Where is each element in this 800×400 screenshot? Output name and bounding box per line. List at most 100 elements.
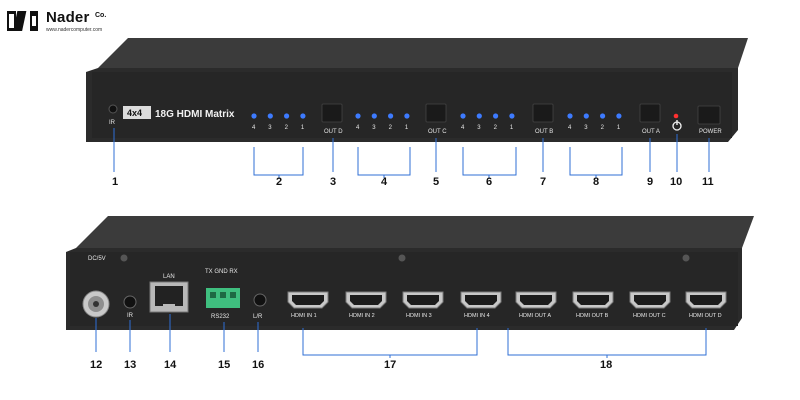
- input-led-label: 2: [601, 125, 605, 131]
- input-led-label: 1: [617, 125, 621, 131]
- ir-jack[interactable]: [123, 295, 137, 309]
- front-face-inner: [92, 72, 732, 138]
- output-button-label: OUT A: [642, 129, 660, 135]
- rs232-terminal-block[interactable]: [206, 288, 240, 308]
- callout-number: 11: [702, 176, 714, 188]
- input-led: [404, 113, 410, 119]
- power-button-label: POWER: [699, 129, 722, 135]
- callout-number: 6: [486, 176, 492, 188]
- hdmi-port-socket: [292, 295, 324, 305]
- brand-name: Nader: [46, 9, 90, 26]
- hdmi-port-label: HDMI IN 2: [349, 313, 375, 319]
- input-led-label: 4: [252, 125, 256, 131]
- callout-number: 14: [164, 359, 177, 371]
- input-led-label: 3: [268, 125, 272, 131]
- output-select-button[interactable]: [639, 103, 661, 123]
- callout-number: 17: [384, 359, 396, 371]
- input-led: [388, 113, 394, 119]
- input-led-label: 2: [389, 125, 393, 131]
- input-led-label: 3: [372, 125, 376, 131]
- input-led-label: 2: [285, 125, 289, 131]
- hdmi-port-label: HDMI OUT B: [576, 313, 609, 319]
- output-button-label: OUT B: [535, 129, 553, 135]
- callout-number: 1: [112, 176, 118, 188]
- output-button-label: OUT C: [428, 129, 447, 135]
- power-indicator-led: [673, 113, 679, 119]
- input-led-label: 4: [461, 125, 465, 131]
- callout-number: 3: [330, 176, 336, 188]
- input-led-label: 1: [405, 125, 409, 131]
- input-led: [476, 113, 482, 119]
- hdmi-port-label: HDMI IN 4: [464, 313, 490, 319]
- model-title: 18G HDMI Matrix: [155, 109, 235, 120]
- input-led-label: 1: [510, 125, 514, 131]
- input-led: [251, 113, 257, 119]
- input-led-label: 1: [301, 125, 305, 131]
- rear-chassis-top: [76, 216, 754, 248]
- hdmi-port-label: HDMI OUT D: [689, 313, 722, 319]
- hdmi-port-socket: [634, 295, 666, 305]
- lan-port[interactable]: [149, 281, 189, 313]
- input-led-label: 4: [356, 125, 360, 131]
- callout-number: 10: [670, 176, 682, 188]
- input-led: [600, 113, 606, 119]
- power-button[interactable]: [697, 105, 721, 125]
- rear-callout-lines: [95, 314, 707, 358]
- front-chassis-top: [98, 38, 748, 68]
- input-led: [300, 113, 306, 119]
- front-ir-window: [108, 104, 118, 114]
- hdmi-port-socket: [465, 295, 497, 305]
- input-led: [371, 113, 377, 119]
- rear-screws: [120, 254, 690, 262]
- front-callout-lines: [113, 128, 710, 178]
- lan-label: LAN: [163, 274, 175, 280]
- input-led-label: 2: [494, 125, 498, 131]
- brand-suffix: Co.: [95, 12, 107, 19]
- model-badge-bg: [123, 106, 151, 119]
- power-icon: [672, 120, 682, 131]
- input-led-label: 3: [584, 125, 588, 131]
- callout-number: 18: [600, 359, 612, 371]
- audio-lr-jack[interactable]: [253, 293, 267, 307]
- brand-logo: Nader Co. www.nadercomputer.com: [6, 4, 146, 44]
- callout-number: 15: [218, 359, 230, 371]
- hdmi-port-label: HDMI IN 3: [406, 313, 432, 319]
- input-led: [493, 113, 499, 119]
- brand-website: www.nadercomputer.com: [46, 27, 103, 33]
- hdmi-port-label: HDMI OUT A: [519, 313, 551, 319]
- rs232-label: RS232: [211, 314, 230, 320]
- dc-power-jack[interactable]: [82, 290, 110, 318]
- callout-number: 8: [593, 176, 599, 188]
- callout-number: 16: [252, 359, 264, 371]
- callout-number: 13: [124, 359, 136, 371]
- input-led: [509, 113, 515, 119]
- hdmi-port-socket: [407, 295, 439, 305]
- input-led: [460, 113, 466, 119]
- input-led: [267, 113, 273, 119]
- hdmi-port-socket: [350, 295, 382, 305]
- hdmi-port-label: HDMI OUT C: [633, 313, 666, 319]
- callout-number: 5: [433, 176, 439, 188]
- input-led-label: 3: [477, 125, 481, 131]
- input-led: [583, 113, 589, 119]
- output-select-button[interactable]: [321, 103, 343, 123]
- input-led: [567, 113, 573, 119]
- callout-number: 4: [381, 176, 388, 188]
- output-select-button[interactable]: [532, 103, 554, 123]
- input-led-label: 4: [568, 125, 572, 131]
- rs232-pins-label: TX GND RX: [205, 269, 238, 275]
- brand-logo-icon: [7, 11, 38, 31]
- input-led: [284, 113, 290, 119]
- hdmi-port-socket: [690, 295, 722, 305]
- model-badge: 4x4: [127, 108, 142, 118]
- callout-number: 7: [540, 176, 546, 188]
- callout-number: 9: [647, 176, 653, 188]
- output-select-button[interactable]: [425, 103, 447, 123]
- dc-label: DC/5V: [88, 256, 106, 262]
- input-led: [616, 113, 622, 119]
